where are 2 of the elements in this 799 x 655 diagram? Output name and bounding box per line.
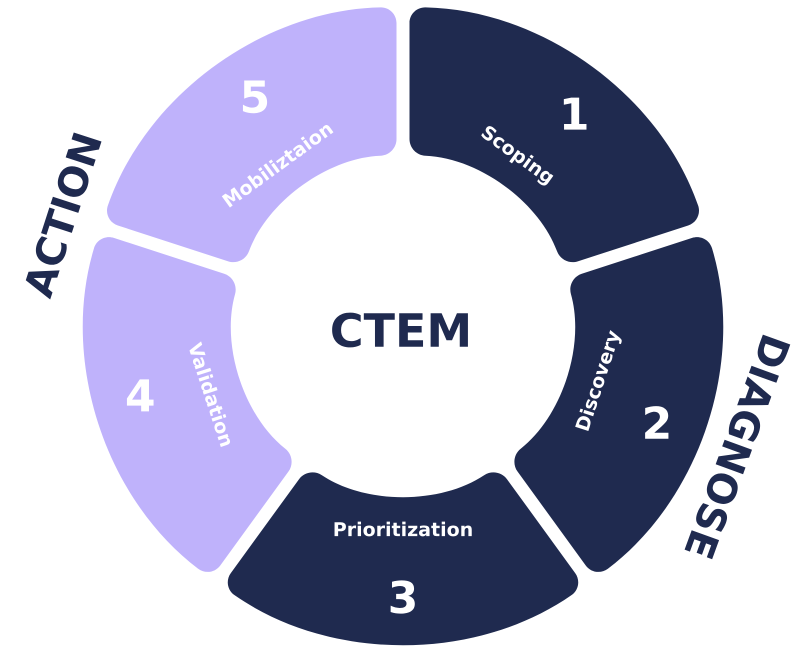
center-title: CTEM [332,312,468,348]
ring-segment: Prioritization 3 [228,472,578,646]
